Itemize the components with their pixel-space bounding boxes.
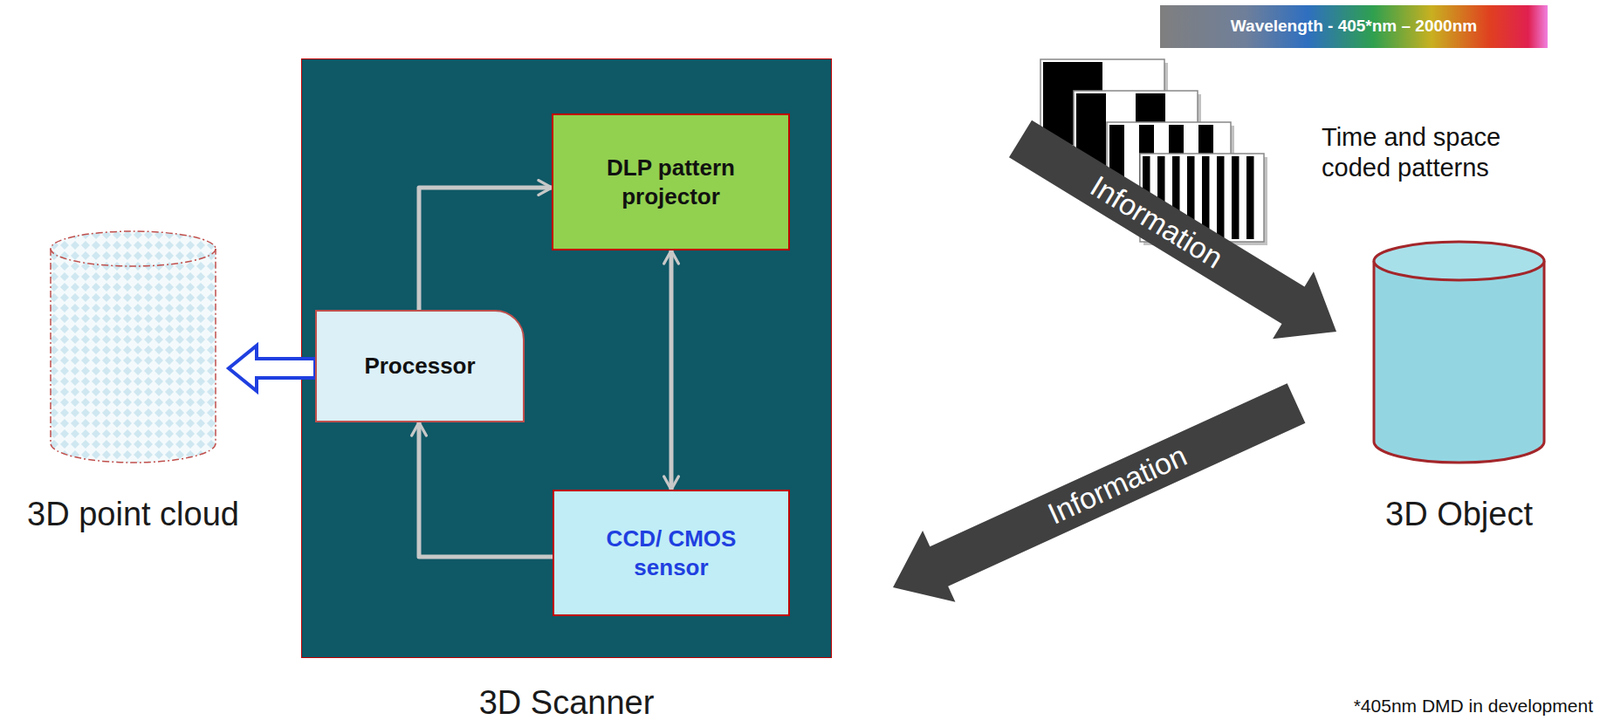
point-cloud-cylinder: 3D point cloud (48, 229, 218, 465)
block-arrow (228, 345, 316, 392)
cylinder-shape (1372, 240, 1546, 465)
process-box: CCD/ CMOS sensor (552, 489, 790, 617)
process-box: Processor (315, 309, 525, 423)
flow-connector (669, 250, 674, 490)
pattern-stripe (1216, 156, 1225, 240)
box-label: Processor (363, 351, 475, 381)
block-arrow (892, 383, 1305, 603)
pattern-stripe (1246, 156, 1255, 240)
block-arrow (1009, 120, 1337, 340)
footnote: *405nm DMD in development (1353, 694, 1594, 717)
box-label: DLP pattern projector (579, 153, 763, 211)
scanner-housing: 3D ScannerDLP pattern projectorProcessor… (301, 58, 832, 659)
flow-connector (418, 187, 552, 310)
wavelength-bar (1160, 5, 1548, 49)
node-heading: 3D Object (1385, 495, 1533, 534)
flow-connector (418, 422, 553, 557)
object-cylinder: 3D Object (1372, 240, 1546, 465)
node-heading: 3D Scanner (479, 684, 655, 722)
pattern-stripe (1231, 156, 1240, 240)
node-heading: 3D point cloud (27, 495, 240, 534)
edge-label: Information (1084, 168, 1229, 275)
wavelength-range: Wavelength - 405*nm – 2000nm (1160, 5, 1548, 49)
pattern-note: Time and space coded patterns (1321, 122, 1525, 184)
box-label: CCD/ CMOS sensor (583, 524, 759, 582)
process-box: DLP pattern projector (551, 113, 790, 251)
cylinder-shape (48, 229, 218, 465)
